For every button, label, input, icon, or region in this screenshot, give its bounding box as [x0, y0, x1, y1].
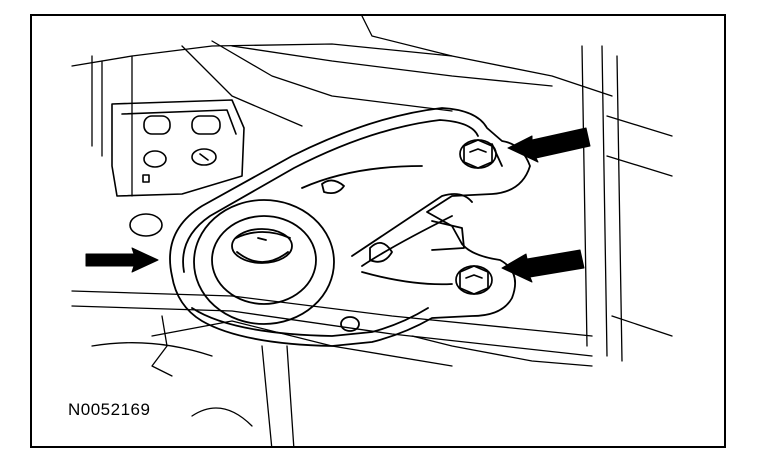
upper-bolt-icon — [459, 139, 497, 169]
frame-bracket — [111, 99, 245, 237]
ball-joint-boss — [193, 199, 335, 325]
ball-joint-stud — [231, 228, 293, 264]
figure-id-label: N0052169 — [68, 400, 151, 419]
arrow-icon-upper — [507, 127, 591, 163]
arrow-icon-left — [85, 247, 159, 273]
lower-arm — [169, 107, 531, 347]
arrow-icon-lower — [501, 249, 585, 283]
lower-arm-illustration — [71, 16, 673, 446]
illustration-frame: N0052169 — [30, 14, 726, 448]
lower-bolt-icon — [455, 265, 493, 295]
background-structure — [71, 16, 673, 446]
